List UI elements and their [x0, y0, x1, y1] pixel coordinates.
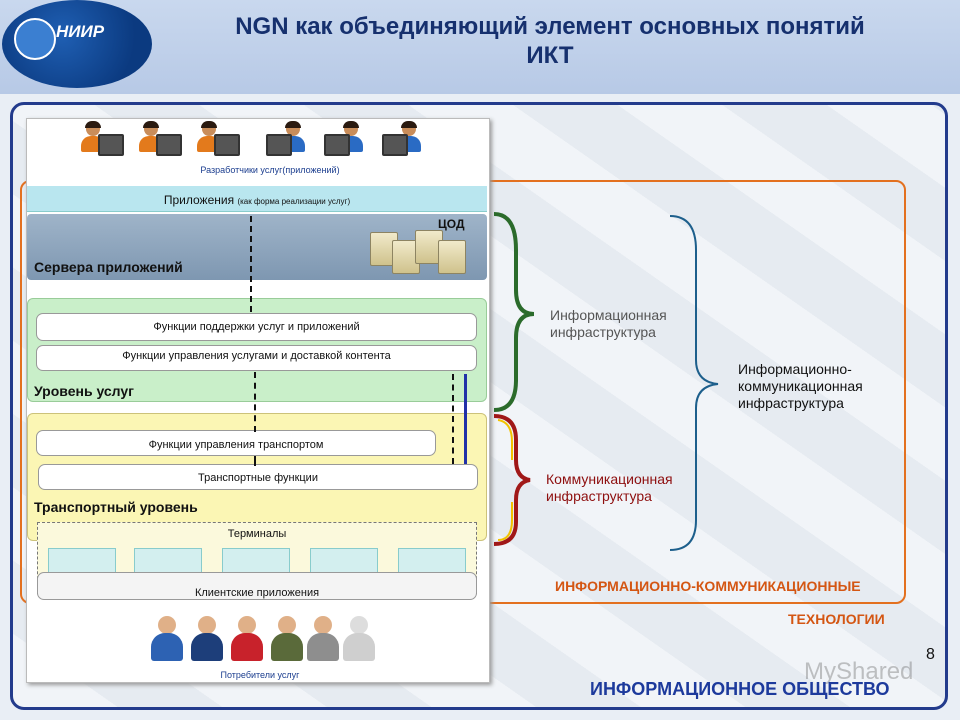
ict-infra-line1: Информационно- [738, 361, 852, 377]
transport-control-box: Функции управления транспортом [36, 430, 436, 456]
page-number: 8 [926, 646, 935, 663]
comm-infra-line2: инфраструктура [546, 488, 652, 504]
comm-infra-brace [493, 414, 531, 546]
watermark: MyShared [804, 658, 914, 685]
connector-line [254, 372, 256, 432]
consumer-icon [270, 616, 304, 662]
consumer-icon [342, 616, 376, 662]
applications-title: Приложения [163, 193, 235, 207]
globe-icon [14, 18, 56, 60]
info-society-label: ИНФОРМАЦИОННОЕ ОБЩЕСТВО [590, 679, 890, 699]
ict-infra-line3: инфраструктура [738, 395, 844, 411]
cod-label: ЦОД [438, 217, 465, 231]
monitor-icon [98, 134, 124, 156]
service-support-box: Функции поддержки услуг и приложений [36, 313, 477, 341]
monitor-icon [324, 134, 350, 156]
slide-header [0, 0, 960, 94]
developers-group [80, 120, 430, 166]
terminals-label: Терминалы [227, 528, 287, 540]
consumer-icon [190, 616, 224, 662]
server-icon [438, 240, 466, 274]
braces-graphic [493, 212, 719, 551]
comm-infra-label: Коммуникационная инфраструктура [546, 471, 673, 505]
transport-functions-box: Транспортные функции [38, 464, 478, 490]
consumer-icon [150, 616, 184, 662]
monitor-icon [214, 134, 240, 156]
info-infra-label: Информационная инфраструктура [550, 307, 667, 341]
blue-connector [464, 374, 467, 464]
monitor-icon [266, 134, 292, 156]
info-infra-line1: Информационная [550, 307, 667, 323]
servers-label: Сервера приложений [34, 259, 183, 275]
info-infra-brace [493, 212, 535, 412]
applications-band [27, 186, 487, 212]
service-control-box: Функции управления услугами и доставкой … [36, 345, 477, 371]
consumers-caption: Потребители услуг [220, 670, 300, 680]
client-apps-box: Клиентские приложения [37, 572, 477, 600]
monitor-icon [382, 134, 408, 156]
consumer-icon [306, 616, 340, 662]
ict-infra-line2: коммуникационная [738, 378, 863, 394]
comm-infra-brace-glow [497, 419, 513, 541]
developers-caption: Разработчики услуг(приложений) [200, 165, 340, 175]
connector-line [452, 374, 454, 464]
ict-infra-brace [669, 215, 719, 551]
logo-text: НИИР [56, 22, 105, 41]
transport-level-label: Транспортный уровень [34, 499, 198, 515]
applications-note: (как форма реализации услуг) [237, 197, 351, 206]
info-infra-line2: инфраструктура [550, 324, 656, 340]
comm-infra-line1: Коммуникационная [546, 471, 673, 487]
connector-line [254, 456, 256, 466]
monitor-icon [156, 134, 182, 156]
ict-label-2: ТЕХНОЛОГИИ [788, 611, 885, 627]
slide-title: NGN как объединяющий элемент основных по… [170, 12, 930, 70]
service-level-label: Уровень услуг [34, 383, 134, 399]
title-line-2: ИКТ [526, 42, 574, 69]
title-line-1: NGN как объединяющий элемент основных по… [235, 13, 865, 40]
applications-label: Приложения (как форма реализации услуг) [27, 193, 487, 207]
ict-infra-label: Информационно- коммуникационная инфрастр… [738, 361, 863, 412]
consumer-icon [230, 616, 264, 662]
connector-line [250, 216, 252, 312]
ict-label-1: ИНФОРМАЦИОННО-КОММУНИКАЦИОННЫЕ [555, 578, 861, 594]
